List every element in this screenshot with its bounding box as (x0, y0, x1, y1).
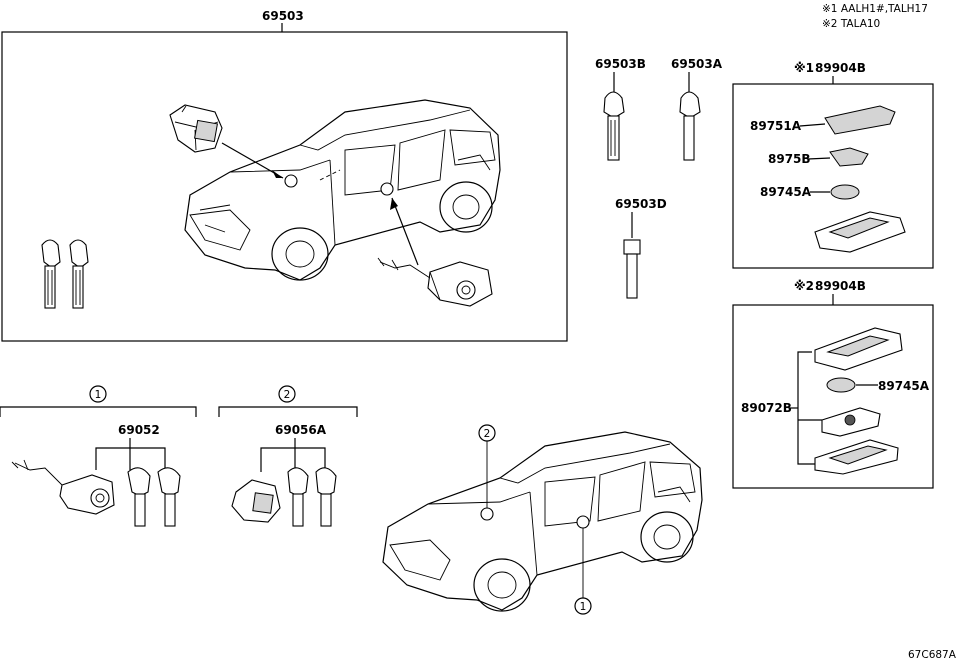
callout-1 (89, 385, 107, 403)
note-1: ※1 AALH1#,TALH17 (822, 3, 928, 15)
assembly-89904B-2: ※2 89904B 89745A 89072B (732, 279, 934, 489)
mark-1: ※1 (794, 61, 814, 75)
car-illustration-bottom: 2 1 (382, 424, 703, 615)
car-illustration-top (184, 99, 501, 281)
label-69503A: 69503A (671, 57, 723, 71)
key-69503A: 69503A (671, 57, 723, 161)
battery-89745A-2 (826, 377, 856, 393)
label-69056A: 69056A (275, 423, 327, 437)
group-1-69052: 1 69052 (0, 385, 197, 527)
callout-2-car: 2 (484, 428, 491, 440)
group-2-69056A: 2 69056A (218, 385, 358, 527)
hood-lock-marker (284, 174, 298, 188)
label-89751A: 89751A (750, 119, 802, 133)
box-69503 (1, 31, 568, 342)
diagram-code: 67C687A (908, 649, 957, 661)
label-89072B: 89072B (741, 401, 792, 415)
label-89904B-2: 89904B (815, 279, 866, 293)
label-69503B: 69503B (595, 57, 646, 71)
label-69503: 69503 (262, 9, 304, 23)
label-89904B-1: 89904B (815, 61, 866, 75)
assembly-69503: 69503 (1, 9, 568, 342)
battery-89745A-1 (830, 184, 860, 200)
callout-1-car: 1 (580, 601, 587, 613)
part-8975B (829, 147, 869, 167)
label-89745A-2: 89745A (878, 379, 930, 393)
note-2: ※2 TALA10 (822, 18, 880, 30)
label-69052: 69052 (118, 423, 160, 437)
keys-pair-69503 (41, 239, 89, 309)
label-8975B: 8975B (768, 152, 811, 166)
assembly-89904B-1: ※1 89904B 89751A 8975B 89745A (732, 61, 934, 269)
label-69503D: 69503D (615, 197, 667, 211)
key-blank-69503D: 69503D (615, 197, 667, 299)
callout-1-text: 1 (95, 389, 102, 401)
cover-89751A (824, 105, 896, 135)
lock-cylinder-door (377, 197, 493, 307)
mark-2: ※2 (794, 279, 814, 293)
key-69503B: 69503B (595, 57, 646, 161)
label-89745A-1: 89745A (760, 185, 812, 199)
door-lock-marker (380, 182, 394, 196)
callout-2 (278, 385, 296, 403)
lock-cylinder-hood (169, 104, 284, 179)
callout-2-text: 2 (284, 389, 291, 401)
